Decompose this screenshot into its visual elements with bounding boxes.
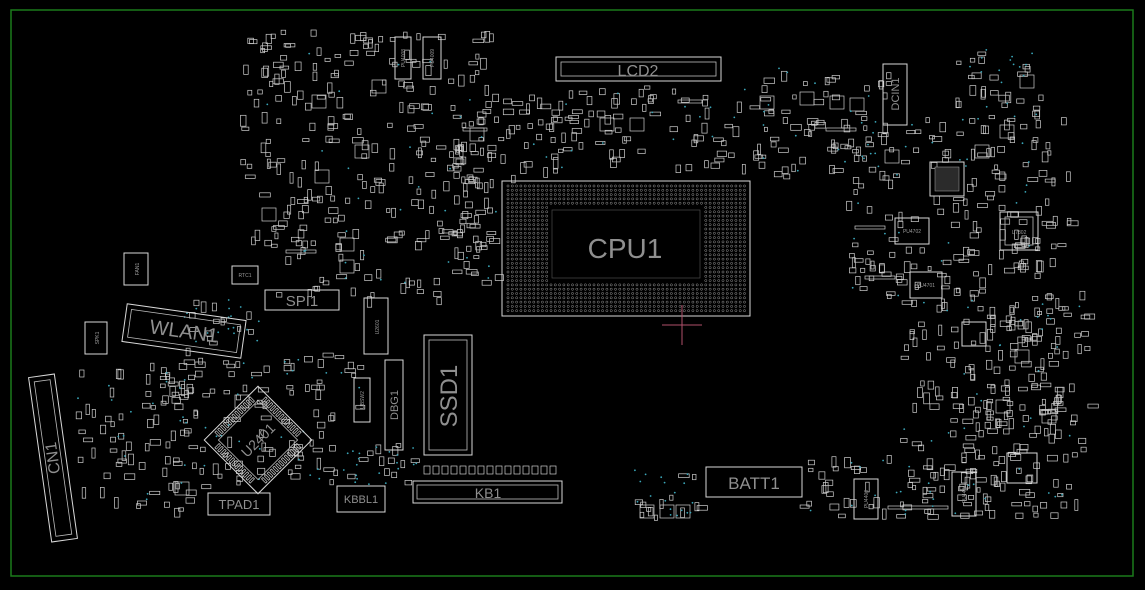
ssd1-connector[interactable]: SSD1 <box>423 334 473 456</box>
board-outline <box>10 9 1134 577</box>
kb-pads <box>423 465 557 475</box>
kb1-connector[interactable]: KB1 <box>412 480 563 504</box>
crosshair-cursor-icon <box>662 305 702 345</box>
pu4008-component[interactable]: PU4008 <box>394 36 412 80</box>
lcd2-label: LCD2 <box>618 63 659 80</box>
cpu1-label: CPU1 <box>588 233 663 264</box>
fan1-label: FAN1 <box>135 263 141 276</box>
pu4009-label: PU4009 <box>430 49 436 67</box>
spi1-label: SPI1 <box>286 293 319 310</box>
cn1-connector[interactable]: CN1 <box>28 373 78 543</box>
cpu-ball-grid <box>506 184 746 313</box>
batt1-connector[interactable]: BATT1 <box>705 466 803 498</box>
kb1-label: KB1 <box>475 485 502 501</box>
pu4701-component[interactable]: PU4701 <box>909 271 943 299</box>
spk1-connector[interactable]: SPK1 <box>84 321 108 355</box>
kbbl1-connector[interactable]: KBBL1 <box>336 485 386 513</box>
qfn-chip-a[interactable] <box>929 161 965 197</box>
pu4406-label: PU4406 <box>864 490 870 508</box>
u2601-label: U2601 <box>375 319 381 334</box>
ubsw2-component[interactable]: UBSW2 <box>353 377 371 423</box>
qfn-chip-c[interactable] <box>961 321 987 347</box>
u2601-component[interactable]: U2601 <box>363 297 389 355</box>
qfn-chip-b[interactable] <box>1006 452 1038 484</box>
pu4009-component[interactable]: PU4009 <box>422 36 442 80</box>
rtc1-component[interactable]: RTC1 <box>231 265 259 285</box>
cpu1-component[interactable]: CPU1 <box>501 180 751 317</box>
kbbl1-label: KBBL1 <box>344 494 378 506</box>
lcd2-connector[interactable]: LCD2 <box>555 56 722 82</box>
fan1-connector[interactable]: FAN1 <box>123 252 149 286</box>
pu4008-label: PU4008 <box>401 49 407 67</box>
u7802-chip[interactable]: U7802 <box>999 211 1039 251</box>
cn1-label: CN1 <box>43 441 64 475</box>
u2401-pins <box>214 396 302 484</box>
pu4702-component[interactable]: PU4702 <box>894 217 930 245</box>
ssd1-label: SSD1 <box>436 365 463 428</box>
spk1-label: SPK1 <box>95 331 101 344</box>
pu4701-label: PU4701 <box>917 283 935 289</box>
tpad1-label: TPAD1 <box>219 497 260 512</box>
dbg1-label: DBG1 <box>389 390 401 420</box>
pu4401-component[interactable]: PU4401 <box>951 471 977 517</box>
batt1-label: BATT1 <box>728 474 780 493</box>
rtc1-label: RTC1 <box>239 273 252 279</box>
pu4702-label: PU4702 <box>903 229 921 235</box>
pu4401-label: PU4401 <box>962 485 968 503</box>
tpad1-connector[interactable]: TPAD1 <box>207 492 271 516</box>
spi1-component[interactable]: SPI1 <box>264 289 340 311</box>
ubsw2-label: UBSW2 <box>360 391 366 409</box>
dcin1-label: DCIN1 <box>890 77 902 110</box>
u7802-label: U7802 <box>1012 230 1027 236</box>
dcin1-connector[interactable]: DCIN1 <box>882 63 908 126</box>
passive-components <box>75 29 1099 521</box>
dbg1-connector[interactable]: DBG1 <box>384 359 404 451</box>
pu4406-component[interactable]: PU4406 <box>853 478 879 520</box>
